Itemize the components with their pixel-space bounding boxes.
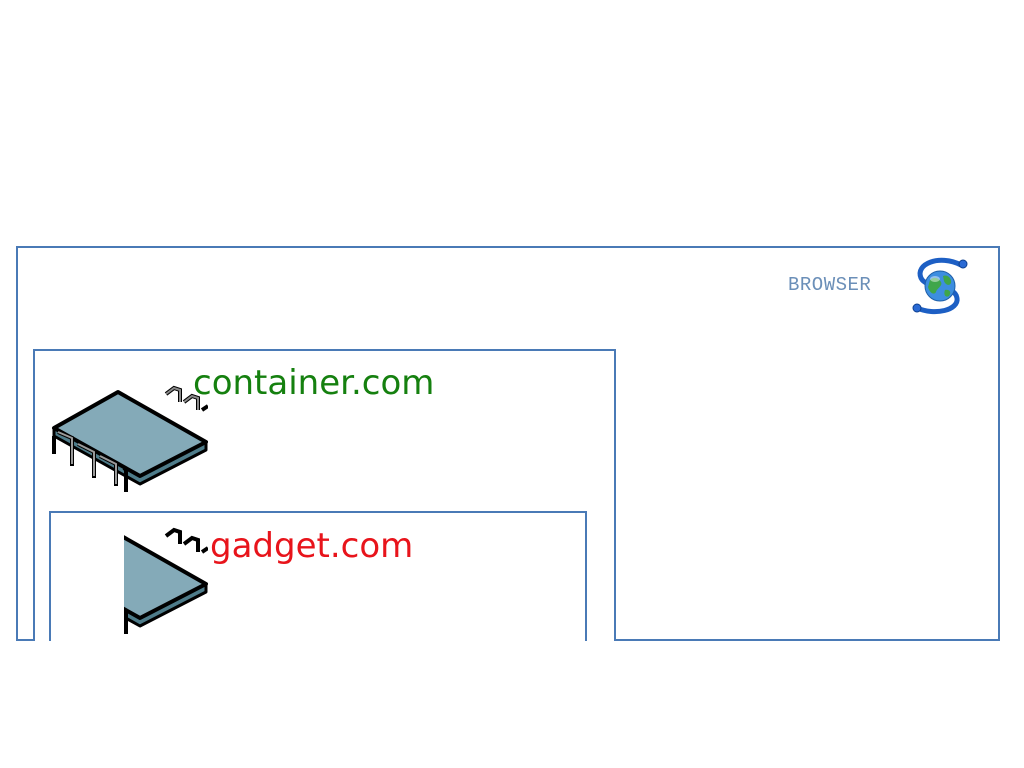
gadget-chip-clip [124,522,208,634]
globe-icon [912,257,968,315]
chip-icon [52,385,208,492]
gadget-domain-label: gadget.com [210,526,414,566]
browser-label: BROWSER [788,274,872,296]
chip-icon [124,527,208,634]
container-domain-label: container.com [193,363,435,403]
